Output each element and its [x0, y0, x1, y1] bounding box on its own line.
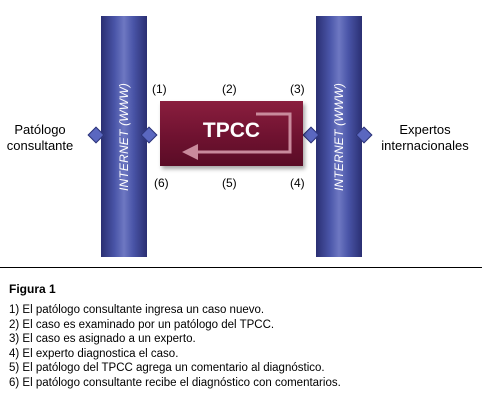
tpcc-title: TPCC	[202, 119, 261, 142]
consulting-pathologist-label: Patólogo consultante	[4, 122, 76, 154]
label-line: internacionales	[381, 138, 469, 153]
tpcc-box: TPCC	[160, 101, 303, 166]
step-number-1: (1)	[152, 82, 167, 96]
international-experts-label: Expertos internacionales	[372, 122, 478, 154]
list-item: 1) El patólogo consultante ingresa un ca…	[9, 304, 265, 316]
figure-title: Figura 1	[9, 282, 56, 296]
internet-bar-right: INTERNET (WWW)	[316, 16, 362, 257]
list-item: 2) El caso es examinado por un patólogo …	[9, 318, 275, 331]
internet-bar-label: INTERNET (WWW)	[117, 82, 131, 191]
list-item: 5) El patólogo del TPCC agrega un coment…	[9, 362, 325, 375]
step-number-3: (3)	[290, 82, 305, 96]
list-item: 6) El patólogo consultante recibe el dia…	[9, 376, 341, 389]
internet-bar-label: INTERNET (WWW)	[332, 82, 346, 191]
divider	[0, 267, 482, 268]
step-number-2: (2)	[222, 82, 237, 96]
label-line: Expertos	[399, 122, 451, 137]
step-number-5: (5)	[222, 176, 237, 190]
step-number-4: (4)	[290, 176, 305, 190]
label-line: consultante	[6, 138, 74, 153]
list-item: 4) El experto diagnostica el caso.	[9, 347, 179, 360]
list-item: 3) El caso es asignado a un experto.	[9, 333, 196, 346]
internet-bar-left: INTERNET (WWW)	[101, 16, 147, 257]
label-line: Patólogo	[14, 122, 66, 137]
cycle-arrow-icon	[182, 112, 292, 160]
step-list: 1) El patólogo consultante ingresa un ca…	[9, 303, 341, 391]
step-number-6: (6)	[154, 176, 169, 190]
